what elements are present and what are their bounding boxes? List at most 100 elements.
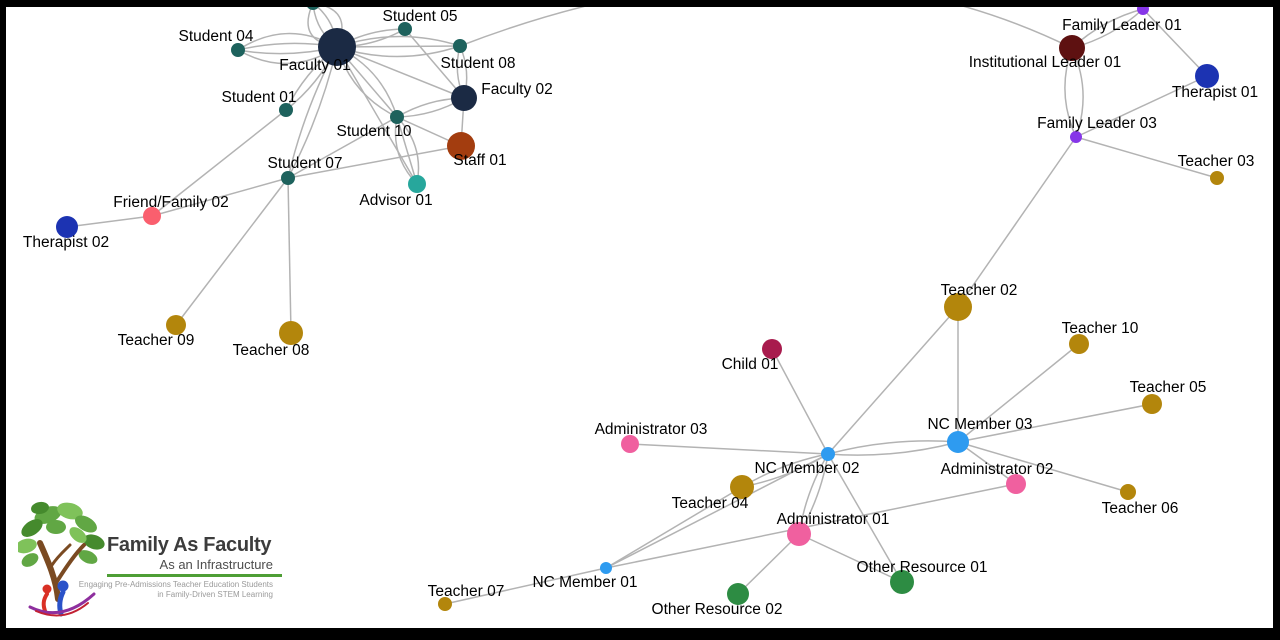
node-label-a03: Administrator 03: [595, 421, 708, 438]
node-or01[interactable]: [890, 570, 914, 594]
edge-nc01-t04: [605, 486, 743, 569]
node-label-nc01: NC Member 01: [532, 574, 637, 591]
node-label-staff01: Staff 01: [453, 152, 506, 169]
edge-s10-adv01: [396, 116, 418, 185]
node-ff02[interactable]: [143, 207, 161, 225]
logo-subtitle: As an Infrastructure: [159, 557, 273, 572]
node-t05[interactable]: [1142, 394, 1162, 414]
node-label-s04: Student 04: [179, 28, 254, 45]
node-il01[interactable]: [1059, 35, 1085, 61]
edge-th01-fl03: [1075, 75, 1208, 138]
edge-fl01-th01: [1142, 8, 1208, 77]
node-t04[interactable]: [730, 475, 754, 499]
node-staff01[interactable]: [447, 132, 475, 160]
node-label-t04: Teacher 04: [672, 495, 749, 512]
edge-ff02-th02: [66, 215, 153, 228]
logo-accent-line: [107, 574, 282, 577]
node-label-adv01: Advisor 01: [359, 192, 432, 209]
node-th02[interactable]: [56, 216, 78, 238]
family-as-faculty-logo: Family As Faculty As an Infrastructure E…: [6, 7, 306, 617]
logo-tree-icon: [18, 501, 105, 617]
edge-nc03-t10: [957, 343, 1080, 443]
node-label-fl03: Family Leader 03: [1037, 115, 1157, 132]
node-or02[interactable]: [727, 583, 749, 605]
logo-tagline-2: in Family-Driven STEM Learning: [157, 590, 273, 599]
node-fl03[interactable]: [1070, 131, 1082, 143]
node-label-or01: Other Resource 01: [857, 559, 988, 576]
edge-nc01-t07: [444, 567, 607, 605]
edge-s08-il01: [459, 7, 1073, 49]
node-t06[interactable]: [1120, 484, 1136, 500]
edge-nc03-nc02: [827, 441, 959, 456]
edge-nc01-a02: [605, 483, 1017, 569]
node-label-th01: Therapist 01: [1172, 84, 1258, 101]
node-t09[interactable]: [166, 315, 186, 335]
node-label-or02: Other Resource 02: [652, 601, 783, 618]
edge-fl03-t03: [1075, 136, 1218, 179]
node-nc02[interactable]: [821, 447, 835, 461]
node-fl01[interactable]: [1137, 7, 1149, 15]
node-th01[interactable]: [1195, 64, 1219, 88]
node-a02[interactable]: [1006, 474, 1026, 494]
edge-nc03-a02: [957, 441, 1017, 485]
edge-nc03-t06: [957, 441, 1129, 493]
node-label-il01: Institutional Leader 01: [969, 54, 1122, 71]
node-label-t03: Teacher 03: [1178, 153, 1255, 170]
edge-nc02-a03: [629, 443, 829, 455]
edge-s08-f01: [336, 45, 461, 48]
node-t10[interactable]: [1069, 334, 1089, 354]
node-label-s05: Student 05: [383, 8, 458, 25]
node-label-a01: Administrator 01: [777, 511, 890, 528]
edge-s01-ff02: [151, 109, 287, 217]
node-child01[interactable]: [762, 339, 782, 359]
edge-s07-s10: [287, 116, 398, 179]
edge-nc02-or01: [827, 453, 903, 583]
edge-s05-f02: [404, 28, 465, 99]
edge-nc03-nc02: [827, 440, 959, 455]
node-label-th02: Therapist 02: [23, 234, 109, 251]
node-t03[interactable]: [1210, 171, 1224, 185]
node-s08[interactable]: [453, 39, 467, 53]
edge-s07-staff01: [287, 145, 462, 179]
logo-tagline-1: Engaging Pre-Admissions Teacher Educatio…: [78, 580, 273, 589]
node-label-f01: Faculty 01: [279, 57, 351, 74]
edge-s07-t09: [175, 177, 289, 326]
edge-a01-or02: [737, 533, 800, 595]
node-adv01[interactable]: [408, 175, 426, 193]
node-a03[interactable]: [621, 435, 639, 453]
node-a01[interactable]: [787, 522, 811, 546]
node-label-t08: Teacher 08: [233, 342, 310, 359]
node-f02[interactable]: [451, 85, 477, 111]
node-f01[interactable]: [318, 28, 356, 66]
node-s04[interactable]: [231, 43, 245, 57]
node-label-t02: Teacher 02: [941, 282, 1018, 299]
node-s10[interactable]: [390, 110, 404, 124]
node-s01[interactable]: [279, 103, 293, 117]
node-t02[interactable]: [944, 293, 972, 321]
edge-s07-ff02: [151, 177, 289, 217]
edge-nc02-nc01: [605, 453, 829, 569]
edge-s07-t08: [287, 177, 292, 334]
node-label-t07: Teacher 07: [428, 583, 505, 600]
node-label-fl01: Family Leader 01: [1062, 17, 1182, 34]
node-label-s07: Student 07: [268, 155, 343, 172]
network-graph: Student 04 Faculty 01 Student 05 Student 08…: [23, 7, 1258, 618]
node-stop[interactable]: [306, 7, 320, 10]
node-label-a02: Administrator 02: [941, 461, 1054, 478]
node-label-t09: Teacher 09: [118, 332, 195, 349]
edge-f01-f02: [336, 46, 465, 99]
node-t07[interactable]: [438, 597, 452, 611]
node-t08[interactable]: [279, 321, 303, 345]
node-nc03[interactable]: [947, 431, 969, 453]
logo-title: Family As Faculty: [107, 534, 272, 556]
node-label-ff02: Friend/Family 02: [113, 194, 228, 211]
node-nc01[interactable]: [600, 562, 612, 574]
edge-nc02-child01: [771, 348, 829, 455]
node-label-t10: Teacher 10: [1062, 320, 1139, 337]
node-label-s10: Student 10: [337, 123, 412, 140]
node-s05[interactable]: [398, 22, 412, 36]
node-label-s08: Student 08: [441, 55, 516, 72]
edge-t02-nc02: [827, 306, 959, 455]
node-s07[interactable]: [281, 171, 295, 185]
